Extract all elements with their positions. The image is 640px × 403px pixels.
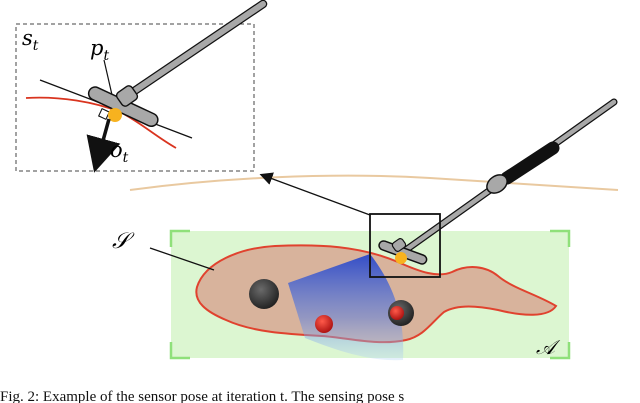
label-point: pt: [90, 36, 109, 64]
surface-pointer-line: [149, 247, 215, 271]
zoom-arrow: [259, 172, 371, 216]
lesion-red-center: [315, 315, 333, 333]
sensing-cone: [288, 254, 404, 361]
inset-orientation-arrow: [86, 118, 121, 173]
inset-contact-point: [108, 108, 122, 122]
label-orientation: ot: [110, 138, 129, 166]
label-surface: 𝒮: [112, 229, 135, 254]
inset-tool: [87, 0, 268, 128]
area-corner-marks: [169, 229, 571, 360]
surface-curve: [129, 174, 619, 191]
figure-caption: Fig. 2: Example of the sensor pose at it…: [0, 389, 405, 403]
lesion-dark-left: [249, 279, 279, 309]
contact-point: [395, 252, 407, 264]
zoom-box: [369, 213, 441, 278]
lesion-red-right: [390, 306, 404, 320]
label-state: st: [22, 26, 39, 54]
main-tool: [378, 98, 618, 265]
